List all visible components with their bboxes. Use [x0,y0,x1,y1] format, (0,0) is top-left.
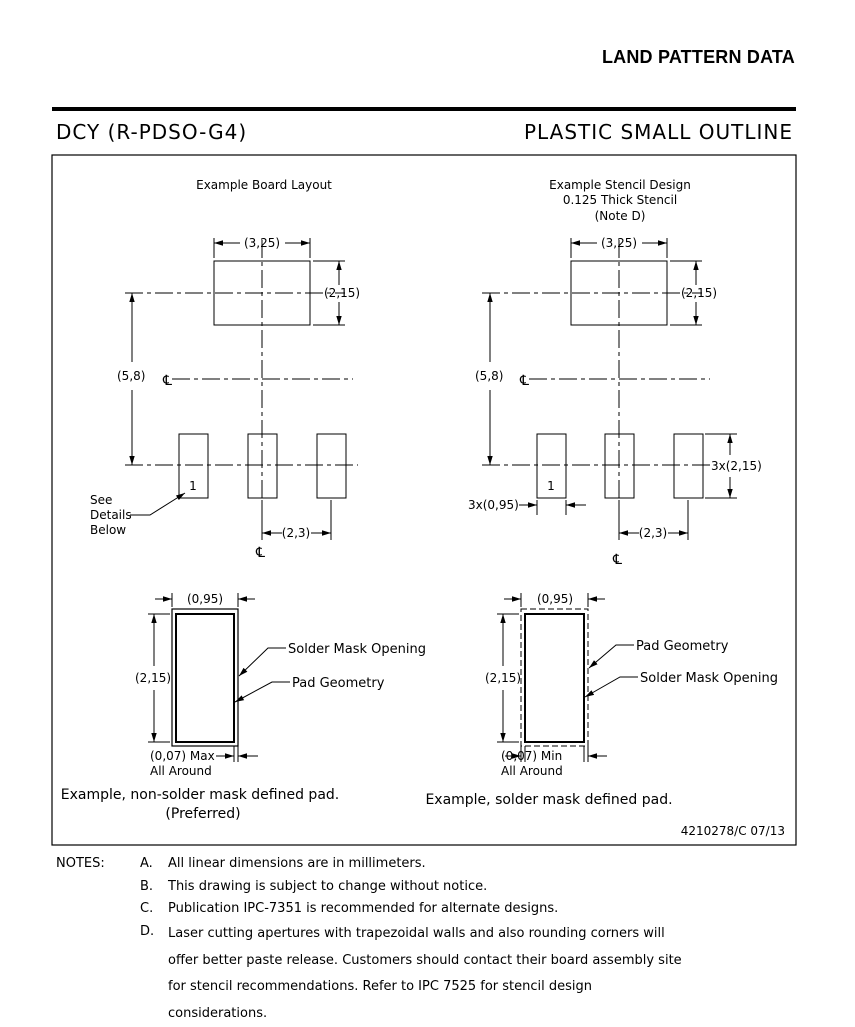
board-dim-pitch-vertical: (5,8) [117,369,145,383]
stencil-lead-aperture-1 [536,433,567,499]
nsmd-solder-mask-opening [171,608,239,747]
notes-heading: NOTES: [56,856,105,871]
document-number: 4210278/C 07/13 [681,824,785,838]
centerline-symbol-bottom: ℄ [255,545,265,561]
nsmd-label-mask: Solder Mask Opening [288,642,426,657]
note-d-text: Laser cutting apertures with trapezoidal… [168,926,682,1021]
smd-label-pad: Pad Geometry [636,639,729,654]
note-c-text: Publication IPC-7351 is recommended for … [168,901,559,916]
package-code: DCY (R-PDSO-G4) [56,120,248,144]
note-a-letter: A. [140,856,153,871]
smd-clearance-line2: All Around [501,764,563,778]
board-lead-pad-3 [316,433,347,499]
note-b-letter: B. [140,879,154,894]
nsmd-caption-line1: Example, non-solder mask defined pad. [61,787,339,803]
stencil-dim-pad-width: (3,25) [601,236,637,250]
stencil-dim-pitch: (2,3) [639,526,667,540]
detail-nsmd: (0,95) (2,15) Solder Mask Opening Pad Ge… [61,592,426,822]
see-details-line1: See [90,493,112,507]
stencil-dim-pad-height: (2,15) [681,286,717,300]
stencil-title-line2: 0.125 Thick Stencil [563,193,677,207]
drawing-frame [51,154,797,846]
board-lead-pad-1 [178,433,209,499]
note-c-letter: C. [140,901,154,916]
stencil-centerline-symbol-mid: ℄ [519,373,529,389]
smd-caption: Example, solder mask defined pad. [425,792,672,808]
smd-solder-mask-opening [524,613,585,743]
nsmd-dim-height: (2,15) [135,671,171,685]
centerline-symbol-mid: ℄ [162,373,172,389]
land-pattern-drawing: Example Board Layout (3,25) (2,15) (5,8)… [51,154,797,846]
board-dim-pad-height: (2,15) [324,286,360,300]
stencil-lead-aperture-3 [673,433,704,499]
stencil-title-line1: Example Stencil Design [549,178,691,192]
board-pin1-label: 1 [189,479,197,493]
stencil-centerline-symbol-bottom: ℄ [612,552,622,568]
smd-clearance-line1: (0,07) Min [501,749,562,763]
note-b-text: This drawing is subject to change withou… [168,879,488,894]
nsmd-caption-line2: (Preferred) [165,806,240,822]
see-details-leader [130,492,186,516]
stencil-dim-lead-height: 3x(2,15) [711,459,762,473]
board-layout: Example Board Layout (3,25) (2,15) (5,8)… [90,178,360,561]
board-layout-title: Example Board Layout [196,178,332,192]
nsmd-clearance-line2: All Around [150,764,212,778]
package-name: PLASTIC SMALL OUTLINE [524,120,793,144]
see-details-line3: Below [90,523,126,537]
stencil-dim-lead-width: 3x(0,95) [468,498,519,512]
note-a-text: All linear dimensions are in millimeters… [168,856,426,871]
note-d-letter: D. [140,924,155,939]
nsmd-pad-geometry [175,613,235,743]
stencil-pin1-label: 1 [547,479,555,493]
board-dim-pad-width: (3,25) [244,236,280,250]
smd-pad-geometry [520,608,589,747]
page-title: LAND PATTERN DATA [601,47,795,67]
board-dim-pitch: (2,3) [282,526,310,540]
see-details-line2: Details [90,508,132,522]
nsmd-label-pad: Pad Geometry [292,676,385,691]
detail-smd: (0,95) (2,15) Pad Geometry Solder Mask O… [425,592,778,808]
stencil-design: Example Stencil Design 0.125 Thick Stenc… [468,178,762,568]
smd-dim-width: (0,95) [537,592,573,606]
stencil-title-line3: (Note D) [595,209,646,223]
header-rule [52,107,796,111]
nsmd-dim-width: (0,95) [187,592,223,606]
nsmd-clearance-line1: (0,07) Max [150,749,215,763]
smd-label-mask: Solder Mask Opening [640,671,778,686]
stencil-dim-pitch-vertical: (5,8) [475,369,503,383]
smd-dim-height: (2,15) [485,671,521,685]
